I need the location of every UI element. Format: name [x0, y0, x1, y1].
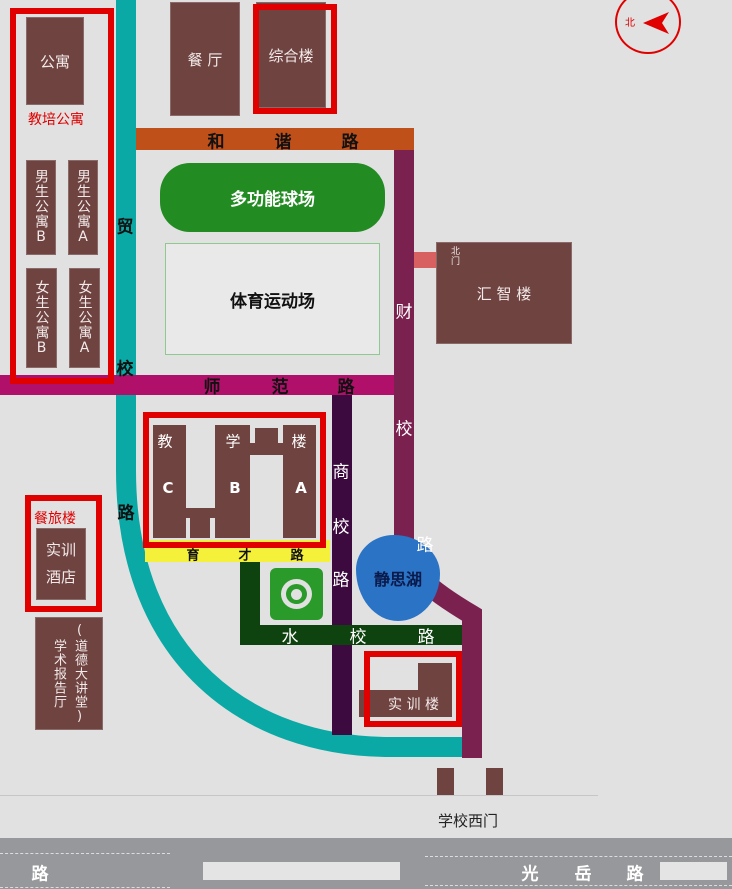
shuixiao-road-branch — [240, 562, 260, 645]
hotel-label: 餐旅楼 — [34, 511, 76, 527]
guangyue-label: 岳 — [574, 864, 592, 885]
huizhi-building[interactable]: 汇 智 楼 — [436, 242, 572, 344]
shuixiao-label: 水 — [281, 627, 299, 648]
guangyue-label: 光 — [521, 864, 539, 885]
lake-label: 静思湖 — [373, 570, 422, 589]
training-label: 实 训 楼 — [388, 696, 439, 713]
maoxiao-label: 路 — [117, 503, 135, 524]
shangxiao-road — [332, 395, 352, 735]
teaching-label-3: 楼 — [291, 432, 307, 451]
training-building[interactable]: 实 训 楼 — [375, 690, 452, 717]
canteen-building[interactable]: 餐 厅 — [170, 2, 240, 116]
yucai-label: 路 — [290, 548, 304, 564]
compass-north-label: 北 — [625, 18, 635, 29]
caixiao-label: 财 — [395, 302, 413, 323]
wing-a: A — [295, 479, 307, 497]
hotel-highlight — [25, 495, 102, 612]
lecture-hall-sub: (道德大讲堂) — [72, 622, 87, 725]
yucai-label: 育 — [186, 548, 200, 564]
lecture-hall[interactable]: (道德大讲堂) 学术报告厅 — [35, 617, 103, 730]
road-marking — [660, 862, 727, 880]
shangxiao-label: 校 — [332, 517, 350, 538]
shuixiao-label: 校 — [349, 627, 367, 648]
shangxiao-label: 商 — [332, 462, 350, 483]
caixiao-label: 校 — [395, 419, 413, 440]
caixiao-label: 路 — [416, 535, 434, 556]
huizhi-label: 汇 智 楼 — [476, 284, 532, 303]
maoxiao-road — [116, 0, 472, 757]
gate-post-left — [437, 768, 454, 795]
stadium[interactable]: 体育运动场 — [165, 243, 380, 355]
apartment-building[interactable]: 公寓 — [26, 17, 84, 105]
wing-c: C — [162, 479, 174, 497]
gate-post-right — [486, 768, 503, 795]
teacher-apartment-highlight — [10, 8, 114, 384]
north-gate-path — [414, 252, 436, 268]
training-building-top — [418, 663, 452, 693]
guangyue-road — [0, 838, 732, 889]
shifan-label: 师 — [203, 377, 221, 398]
west-gate-label: 学校西门 — [438, 812, 499, 830]
teaching-highlight — [143, 412, 326, 548]
maoxiao-label: 校 — [116, 359, 134, 380]
hotel-name: 实训酒店 — [45, 541, 76, 586]
bottom-road-label: 路 — [31, 864, 49, 885]
lecture-hall-name: 学术报告厅 — [51, 638, 66, 709]
shifan-label: 路 — [337, 377, 355, 398]
female-dorm-a[interactable]: 女生公寓A — [69, 268, 100, 368]
male-dorm-b[interactable]: 男生公寓B — [26, 160, 56, 255]
complex-highlight — [253, 4, 337, 114]
shangxiao-label: 路 — [332, 570, 350, 591]
teaching-label-2: 学 — [225, 432, 241, 451]
female-dorm-b[interactable]: 女生公寓B — [26, 268, 57, 368]
north-gate-label: 北门 — [449, 246, 459, 266]
shuixiao-road — [240, 625, 462, 645]
training-highlight — [364, 651, 462, 727]
hexie-label: 路 — [341, 132, 359, 153]
maoxiao-label: 贸 — [116, 217, 134, 238]
multi-court[interactable]: 多功能球场 — [160, 163, 385, 232]
hexie-road — [136, 128, 414, 150]
boundary-line — [0, 795, 598, 796]
teaching-label-1: 教 — [157, 432, 173, 451]
jingsi-lake[interactable]: 静思湖 — [356, 535, 440, 621]
shuixiao-label: 路 — [417, 627, 435, 648]
hexie-label: 谐 — [274, 132, 292, 153]
guangyue-label: 路 — [626, 864, 644, 885]
garden-icon — [270, 568, 323, 620]
hexie-label: 和 — [207, 132, 225, 153]
road-marking — [203, 862, 400, 880]
north-arrow-icon — [643, 12, 669, 34]
yucai-label: 才 — [238, 548, 252, 564]
compass: 北 — [615, 0, 681, 54]
male-dorm-a[interactable]: 男生公寓A — [68, 160, 98, 255]
teacher-apartment-label: 教培公寓 — [28, 112, 84, 128]
wing-b: B — [229, 479, 241, 497]
training-hotel[interactable]: 实训酒店 — [36, 528, 86, 600]
shifan-label: 范 — [271, 377, 289, 398]
